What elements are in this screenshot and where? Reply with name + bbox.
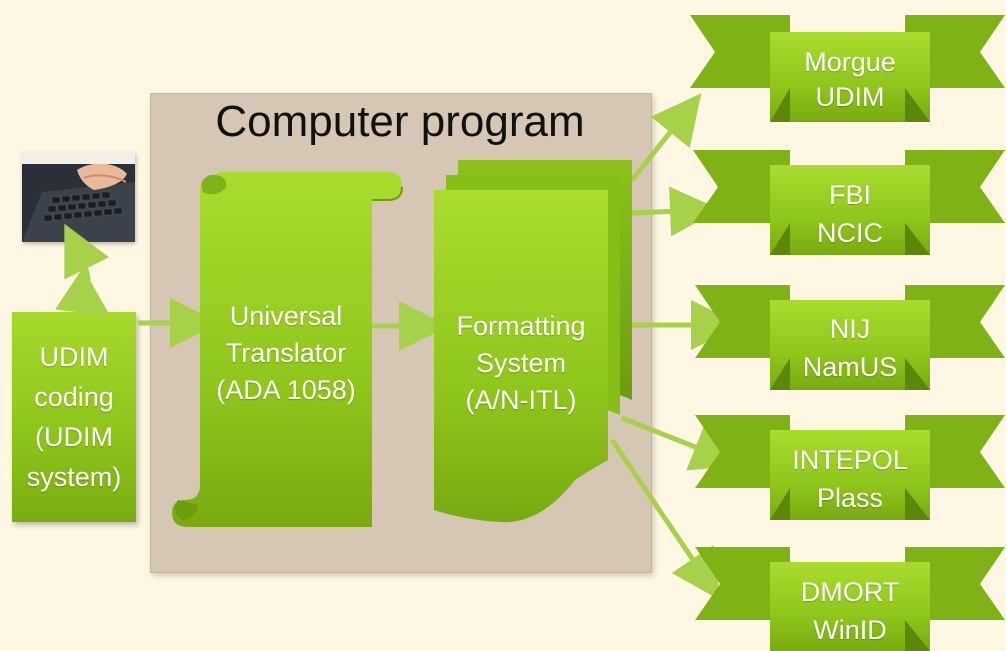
formatting-label: Formatting System (A/N-ITL)	[456, 311, 586, 415]
computer-program-title: Computer program	[215, 97, 585, 146]
arrow-to-interpol	[621, 415, 742, 471]
arrow-to-morgue	[630, 93, 702, 182]
destination-fbi-label: FBI NCIC	[817, 180, 883, 248]
arrow-to-fbi	[631, 186, 720, 237]
arrow-to-dmort	[609, 438, 721, 601]
udim-coding-box: UDIM coding (UDIM system)	[12, 312, 136, 522]
ribbon-interpol	[695, 415, 1005, 520]
laptop-udim-connector	[55, 223, 111, 317]
destination-interpol-label: INTEPOL Plass	[792, 445, 908, 513]
ribbon-morgue	[690, 15, 1005, 122]
formatting-document-stack	[434, 160, 632, 523]
translator-scroll-shape	[172, 172, 403, 527]
ribbon-dmort	[695, 547, 1005, 651]
destination-morgue-label: Morgue UDIM	[804, 47, 896, 112]
translator-label: Universal Translator (ADA 1058)	[216, 301, 356, 405]
destination-nij-label: NIJ NamUS	[802, 314, 898, 382]
ribbon-nij	[695, 285, 1005, 390]
ribbon-fbi	[693, 150, 1005, 255]
destination-dmort-label: DMORT WinID	[800, 577, 900, 645]
